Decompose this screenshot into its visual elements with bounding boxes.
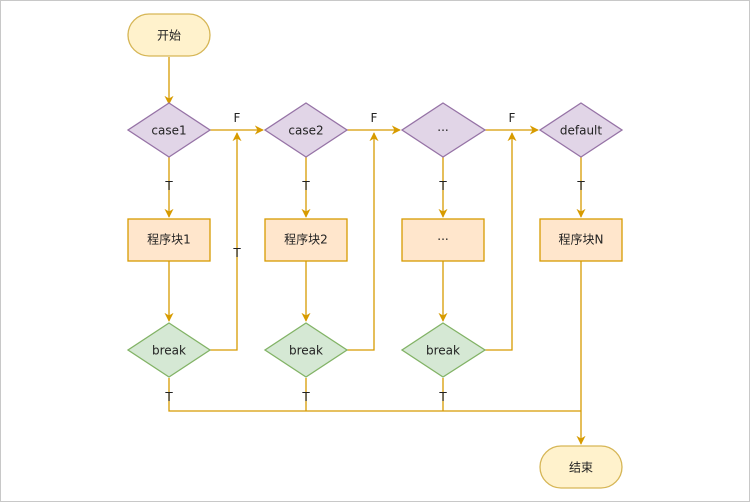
block1-process: 程序块1 <box>127 218 211 262</box>
case-more-decision: ··· <box>400 102 487 158</box>
end-label: 结束 <box>569 461 593 475</box>
edge-break2-next <box>347 132 379 351</box>
edge-break1-bus <box>168 378 581 412</box>
edge-labels: F F F T T T T T T T T <box>164 111 585 404</box>
block-more-process: ··· <box>401 218 485 262</box>
edges <box>164 57 586 445</box>
break2-decision: break <box>263 322 349 378</box>
break3-decision: break <box>400 322 487 378</box>
label-break1-true: T <box>164 390 173 404</box>
block2-process: 程序块2 <box>264 218 348 262</box>
block1-label: 程序块1 <box>147 232 191 247</box>
break1-decision: break <box>126 322 212 378</box>
label-case2-true: T <box>301 179 310 193</box>
edge-break3-next <box>485 132 517 351</box>
end-node: 结束 <box>539 445 623 489</box>
block-more-label: ··· <box>437 233 448 247</box>
default-decision: default <box>538 102 624 158</box>
label-casemore-false: F <box>509 111 516 125</box>
block2-label: 程序块2 <box>284 232 328 247</box>
label-break2-true: T <box>301 390 310 404</box>
break3-label: break <box>426 344 460 358</box>
label-casemore-true: T <box>438 179 447 193</box>
start-label: 开始 <box>157 29 181 43</box>
case1-decision: case1 <box>126 102 212 158</box>
blockN-process: 程序块N <box>539 218 623 262</box>
label-case2-false: F <box>371 111 378 125</box>
label-default-true: T <box>576 179 585 193</box>
blockN-label: 程序块N <box>559 232 604 247</box>
label-case1-true: T <box>164 179 173 193</box>
break2-label: break <box>289 344 323 358</box>
start-node: 开始 <box>127 13 211 57</box>
edge-break1-next <box>210 132 242 351</box>
label-case1-false: F <box>234 111 241 125</box>
label-break1-loop-true: T <box>232 246 241 260</box>
label-break3-true: T <box>438 390 447 404</box>
case-more-label: ··· <box>437 124 448 138</box>
default-label: default <box>560 124 603 138</box>
case2-decision: case2 <box>263 102 349 158</box>
break1-label: break <box>152 344 186 358</box>
case2-label: case2 <box>288 124 323 138</box>
case1-label: case1 <box>151 124 186 138</box>
